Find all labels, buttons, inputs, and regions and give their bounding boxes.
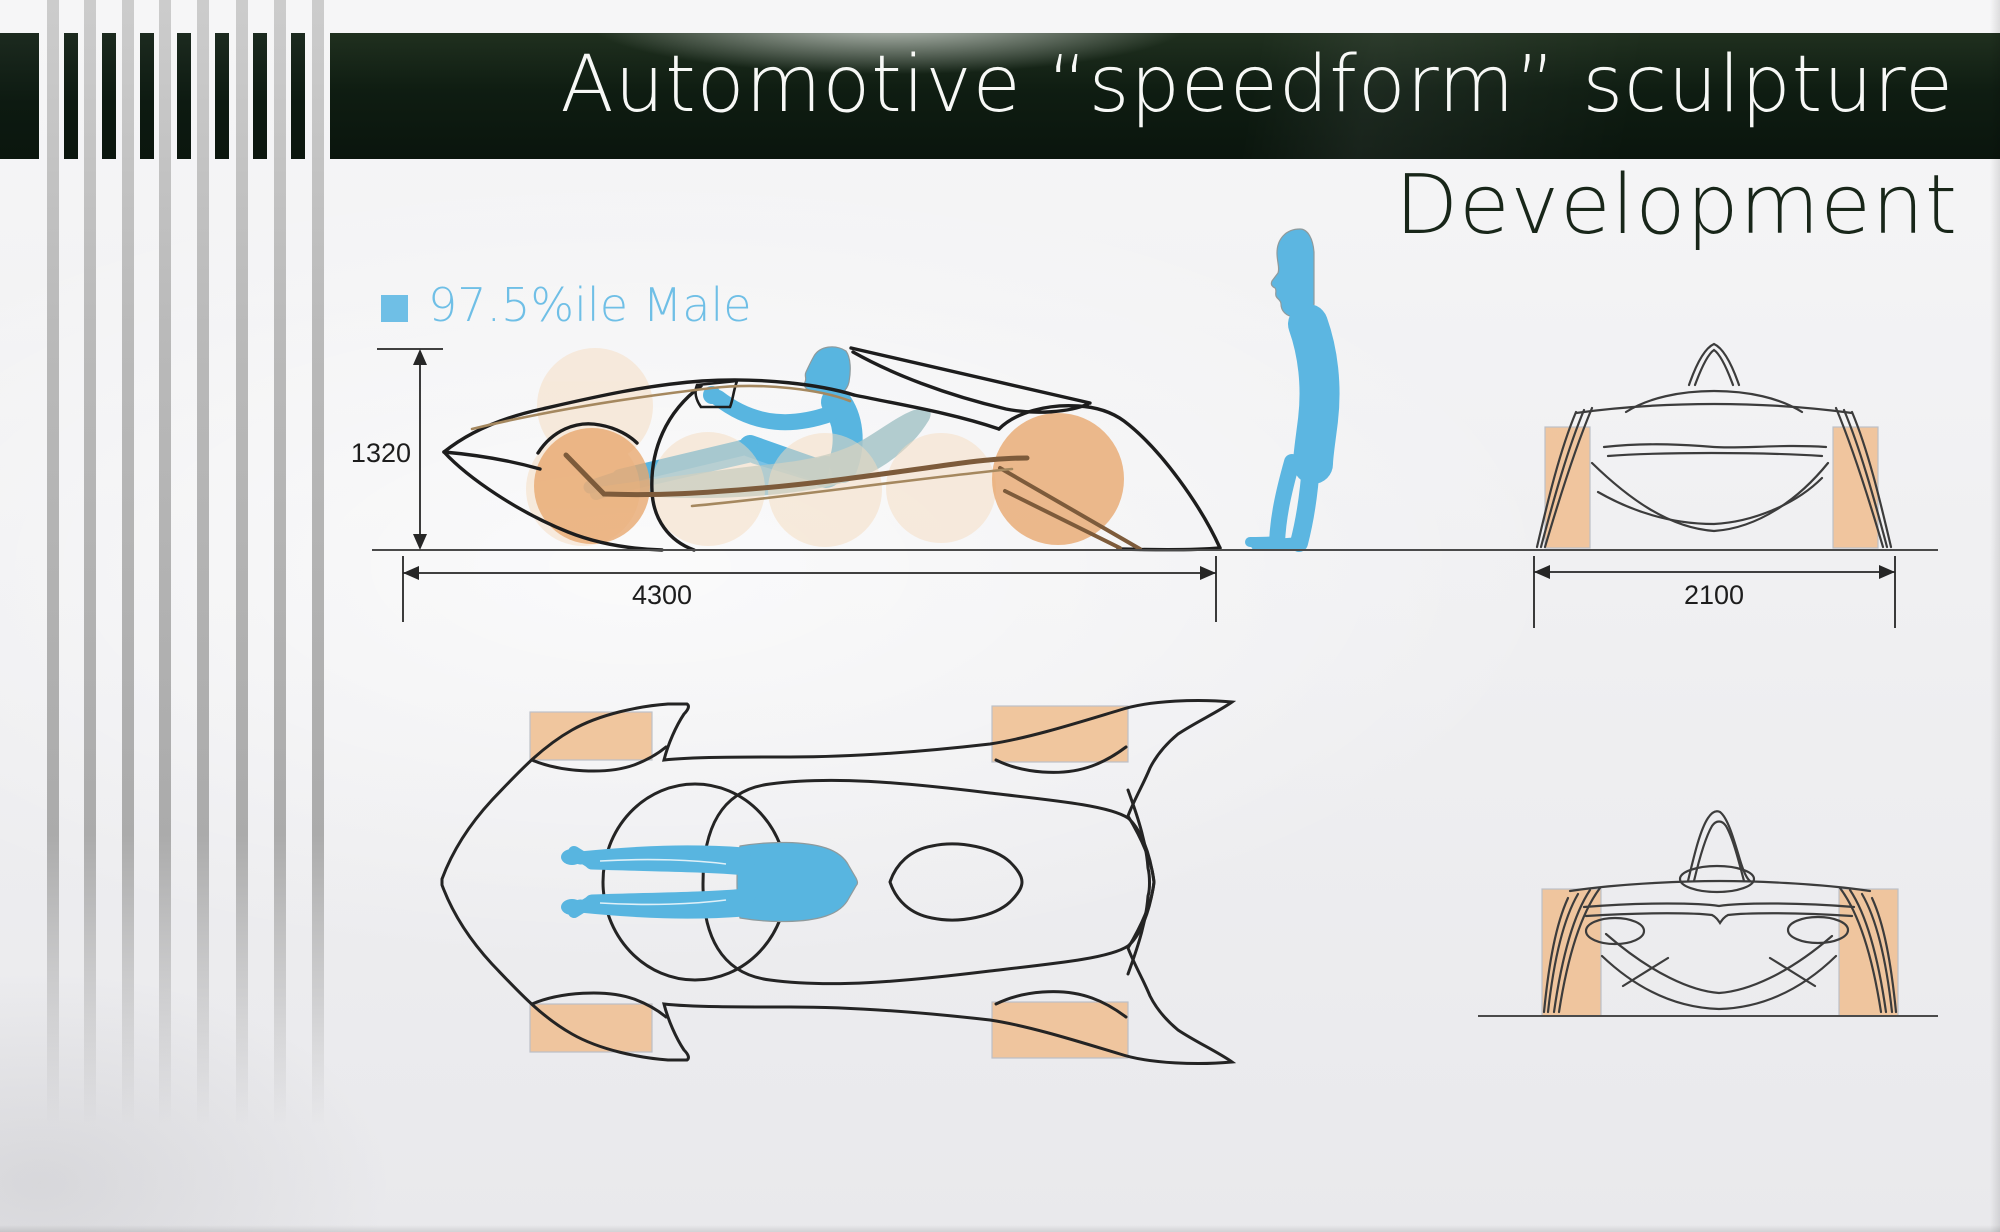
driver-head (803, 346, 851, 396)
standing-foot (1245, 536, 1282, 547)
front-view-lines (1535, 342, 1893, 549)
banner-fragment (253, 33, 267, 159)
standing-head (1270, 228, 1315, 318)
front-arch (536, 422, 639, 455)
rear-diagonal (1003, 489, 1122, 550)
rear-deck (852, 393, 1001, 431)
rear-wheel (992, 413, 1124, 545)
rear-view-drawing (1478, 810, 1938, 1017)
plan-hand (561, 899, 583, 915)
nose-lower-sweep (442, 450, 664, 552)
sketch-line (470, 384, 852, 431)
title-banner (330, 33, 2000, 159)
standing-body (1245, 304, 1340, 552)
decor-stripe (122, 0, 134, 1160)
legend-label: 97.5%ile Male (428, 278, 752, 332)
banner-fragment (0, 33, 39, 159)
length-dimension-label: 4300 (632, 580, 692, 610)
banner-fragment (215, 33, 229, 159)
decor-stripe (47, 0, 59, 1160)
cowl-panel (694, 379, 739, 409)
standing-figure (1245, 228, 1340, 552)
top-view-lines (440, 699, 1237, 1065)
rear-view-lines (1542, 810, 1898, 1014)
plan-wheel-arc (994, 745, 1128, 774)
banner-fragment (177, 33, 191, 159)
plan-wheel-arc (994, 990, 1128, 1019)
front-wheel (534, 428, 650, 544)
tail-seam (1126, 788, 1151, 976)
banner-fragment (64, 33, 78, 159)
page-title: Automotive “speedform” sculpture (560, 40, 1954, 130)
decor-stripe (312, 0, 324, 1160)
plan-seam (599, 899, 727, 906)
standing-torso (1288, 304, 1340, 484)
rear-diagonal (998, 466, 1142, 551)
wheel-box (529, 1003, 653, 1053)
wheel-box (529, 711, 653, 761)
windscreen-inner (851, 350, 1090, 414)
standing-leg (1269, 454, 1300, 551)
ghost-wheel (651, 432, 765, 546)
cowl-curve (650, 384, 703, 552)
standing-leg (1290, 455, 1320, 552)
plan-seam (599, 858, 727, 865)
rear-deck-ring (701, 778, 1156, 986)
dimension-length: 4300 (402, 556, 1217, 622)
slide-right-edge (1990, 0, 2000, 1232)
decor-stripe (197, 0, 209, 1160)
seat-rail (563, 452, 1030, 498)
plan-torso (736, 841, 859, 923)
front-view-drawing (1535, 342, 1893, 549)
banner-fragment (102, 33, 116, 159)
width-dimension-label: 2100 (1684, 580, 1744, 610)
rear-fender-tail (997, 403, 1222, 550)
driver-hand (703, 386, 721, 404)
decor-stripe (159, 0, 171, 1160)
decor-stripe (274, 0, 286, 1160)
driver-arm (710, 390, 838, 431)
ghost-wheel (886, 433, 996, 543)
chassis-lines (470, 384, 1142, 551)
sketch-line (690, 467, 1014, 508)
plan-hand (561, 849, 583, 865)
height-dimension-label: 1320 (351, 438, 411, 468)
plan-leg (584, 888, 756, 910)
windscreen-line (849, 346, 1092, 405)
decor-stripe (236, 0, 248, 1160)
plan-leg (584, 854, 756, 876)
plan-wheel-arc (530, 991, 668, 1019)
top-view-drawing (440, 699, 1237, 1065)
decor-stripe (84, 0, 96, 1160)
nose-lip (442, 450, 542, 471)
headrest-pod (888, 842, 1024, 922)
banner-fragment (140, 33, 154, 159)
plan-wheel-arc (530, 745, 668, 773)
dimension-height: 1320 (351, 348, 443, 550)
legend-swatch-icon (381, 294, 408, 322)
slide-bottom-edge (0, 1225, 2000, 1232)
dimension-width: 2100 (1533, 556, 1896, 628)
legend: 97.5%ile Male (381, 278, 752, 332)
plan-driver-figure (561, 841, 859, 923)
side-view-drawing (442, 346, 1222, 552)
car-outline (442, 346, 1222, 552)
page-subtitle: Development (1394, 158, 1958, 253)
banner-fragment (291, 33, 305, 159)
